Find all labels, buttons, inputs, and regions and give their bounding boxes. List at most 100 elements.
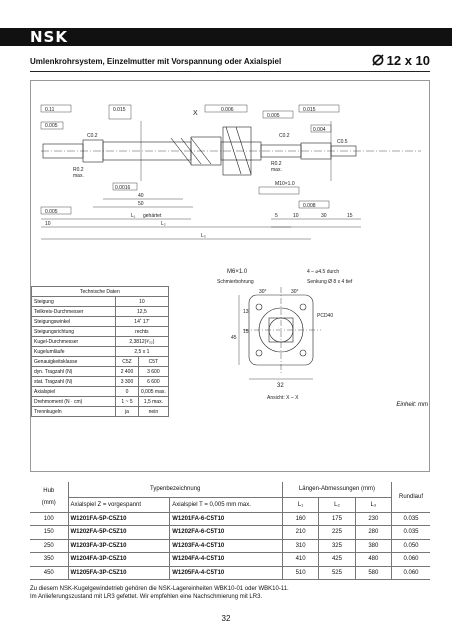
cell-l1: 410 — [281, 552, 319, 567]
tech-label: Steigungswinkel — [31, 316, 116, 327]
footnote: Zu diesem NSK-Kugelgewindetrieb gehören … — [30, 585, 289, 601]
tech-label: Teilkreis-Durchmesser — [31, 306, 116, 317]
tech-value: rechts — [115, 326, 169, 337]
cham-left: C0.2 — [87, 133, 98, 139]
col-hub-unit: (mm) — [41, 499, 56, 506]
pcd-label: PCD40 — [317, 313, 333, 319]
tech-value: 1 ~ 5 — [115, 396, 139, 407]
cell-t: W1202FA-6-C5T10 — [169, 525, 283, 540]
dim-45: 45 — [231, 335, 237, 341]
tech-value: nein — [138, 406, 169, 417]
thread-m6: M6×1.0 — [227, 269, 248, 275]
col-type: Typenbezeichnung — [67, 482, 283, 498]
l1-label: L₁ — [131, 213, 136, 219]
cell-hub: 450 — [30, 566, 68, 580]
cell-r: 0.050 — [391, 539, 430, 553]
title-rule — [30, 71, 430, 72]
thread-m10: M10×1.0 — [275, 181, 295, 187]
tol-1: 0.11 — [45, 107, 55, 113]
counterbore-label: Senkung Ø 8 x 4 tief — [307, 279, 353, 285]
tol-9: 0.004 — [313, 127, 326, 133]
col-l1: L₁ — [281, 497, 319, 513]
tech-value: 0,005 max. — [138, 386, 169, 397]
tech-value: 3 300 — [115, 376, 139, 387]
col-l3: L₃ — [354, 497, 392, 513]
tech-label: Kugel-Durchmesser — [31, 336, 116, 347]
cell-l3: 480 — [354, 552, 392, 567]
tech-value: 2,5 x 1 — [115, 346, 169, 357]
hardened-label: gehärtet — [143, 213, 162, 219]
dim-10b: 10 — [293, 213, 299, 219]
tech-value: 2,3812(³⁄₃₂) — [115, 336, 169, 347]
cell-l1: 510 — [281, 566, 319, 580]
units-label: Einheit: mm — [396, 402, 428, 408]
dim-15: 15 — [347, 213, 353, 219]
technical-drawing: 0.11 0.005 0.005 0.015 0.0016 0.006 0.00… — [30, 80, 430, 472]
cell-z: W1204FA-3P-C5Z10 — [67, 552, 170, 567]
dim-32: 32 — [277, 383, 284, 389]
max-right: max. — [271, 167, 282, 173]
tech-label: Steigung — [31, 296, 116, 307]
cell-z: W1202FA-5P-C5Z10 — [67, 525, 170, 540]
cham-right2: C0.5 — [337, 139, 348, 145]
cham-right: C0.2 — [279, 133, 290, 139]
tech-label: Drehmoment (N · cm) — [31, 396, 116, 407]
l2-label: L₂ — [161, 221, 166, 227]
nsk-logo: NSK — [30, 28, 68, 46]
view-label: Ansicht: X – X — [267, 395, 299, 401]
cell-l3: 580 — [354, 566, 392, 580]
cell-l2: 225 — [318, 525, 356, 540]
tech-value: 0 — [115, 386, 139, 397]
tech-value: 6 600 — [138, 376, 169, 387]
angle-1: 30° — [259, 289, 267, 295]
tech-value: 2 400 — [115, 366, 139, 377]
tech-value: C5T — [138, 356, 169, 367]
lube-label: Schmierbohrung — [217, 279, 254, 285]
dim-5: 5 — [275, 213, 278, 219]
col-hub-label: Hub — [43, 487, 55, 494]
holes-label: 4 – ⌀4.5 durch — [307, 269, 339, 275]
dim-40: 40 — [138, 193, 144, 199]
angle-2: 30° — [291, 289, 299, 295]
dim-13: 13 — [243, 309, 249, 315]
size-spec: 12 x 10 — [372, 53, 430, 69]
cell-z: W1201FA-5P-C5Z10 — [67, 512, 170, 526]
cell-t: W1201FA-6-C5T10 — [169, 512, 283, 526]
dimensions-table: Hub(mm) Typenbezeichnung Längen-Abmessun… — [30, 482, 430, 580]
tol-4: 0.015 — [113, 107, 126, 113]
tol-8: 0.015 — [303, 107, 316, 113]
cell-l2: 175 — [318, 512, 356, 526]
page-number: 32 — [221, 614, 231, 623]
page-title: Umlenkrohrsystem, Einzelmutter mit Vorsp… — [30, 57, 282, 66]
tech-value: ja — [115, 406, 139, 417]
screw-shaft — [41, 121, 421, 181]
cell-t: W1205FA-4-C5T10 — [169, 566, 283, 580]
size-spec-value: 12 x 10 — [386, 53, 430, 68]
dim-30: 30 — [321, 213, 327, 219]
section-mark: X — [193, 110, 198, 117]
r-left: R0.2 — [73, 167, 84, 173]
dim-10a: 10 — [45, 221, 51, 227]
tech-caption: Technische Daten — [31, 286, 169, 297]
dim-15v: 15 — [243, 329, 249, 335]
tech-value: C5Z — [115, 356, 139, 367]
tech-label: Axialspiel — [31, 386, 116, 397]
tol-5: 0.0016 — [115, 185, 131, 191]
dim-50: 50 — [138, 201, 144, 207]
footnote-line-1: Zu diesem NSK-Kugelgewindetrieb gehören … — [30, 586, 289, 592]
cell-z: W1205FA-3P-C5Z10 — [67, 566, 170, 580]
cell-l1: 210 — [281, 525, 319, 540]
cell-hub: 350 — [30, 552, 68, 567]
col-type-a: Axialspiel Z = vorgespannt — [67, 497, 170, 513]
